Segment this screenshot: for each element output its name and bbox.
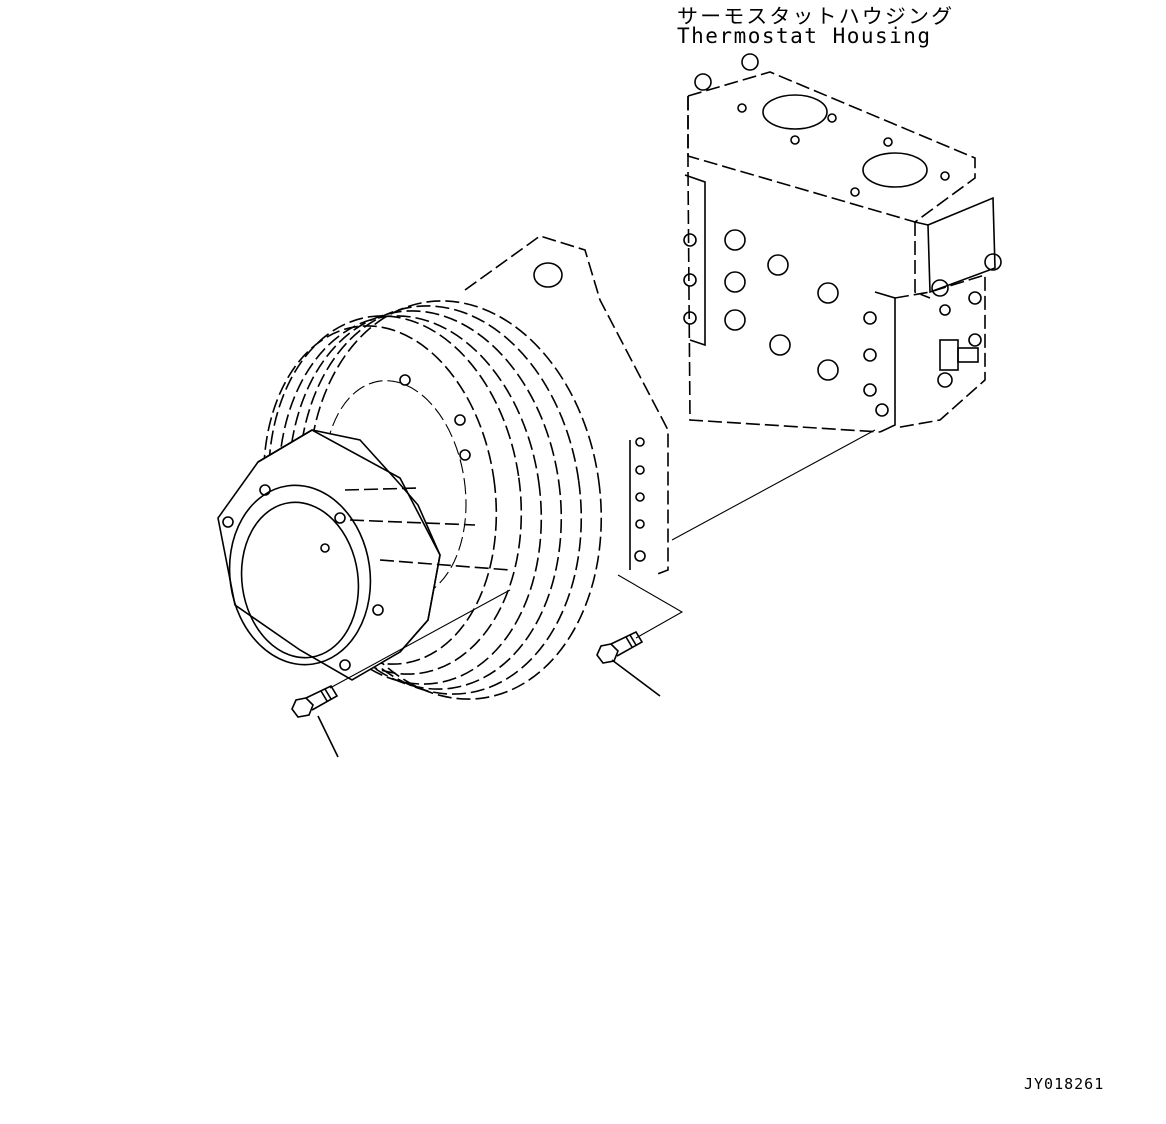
- bolt-head: [863, 348, 877, 362]
- bolt-hole: [737, 103, 747, 113]
- adapter-bolt-hole: [222, 516, 234, 528]
- assembly-line-bolt: [329, 589, 511, 689]
- thermostat-housing: [683, 53, 1002, 433]
- pulley-assembly: [217, 235, 669, 700]
- housing-edge: [914, 222, 931, 299]
- part-name-english: Thermostat Housing: [677, 24, 932, 48]
- adapter-hidden-line: [349, 519, 476, 526]
- leader-line: [611, 659, 661, 697]
- adapter-bolt-hole: [334, 512, 346, 524]
- bolt-head: [724, 229, 746, 251]
- housing-top-face: [687, 71, 976, 223]
- adapter-bolt-hole: [259, 484, 271, 496]
- adapter-bolt-hole: [320, 543, 330, 553]
- bolt-head: [683, 233, 697, 247]
- bolt-shank: [305, 684, 339, 711]
- bolt-head-hex: [596, 643, 619, 664]
- adapter-bolt-hole: [339, 659, 351, 671]
- bolt-thread: [625, 636, 633, 648]
- pulley-bolt-hole: [459, 449, 471, 461]
- pulley-groove: [297, 305, 583, 695]
- bolt-thread: [320, 690, 328, 702]
- leader-line: [317, 715, 339, 758]
- housing-right-block: [927, 196, 996, 294]
- bolt-hole: [968, 291, 982, 305]
- adapter-housing: [217, 429, 441, 681]
- bolt-thread: [324, 688, 332, 700]
- housing-top-bore: [762, 94, 828, 130]
- bracket-hole: [533, 262, 563, 288]
- drawing-code: JY018261: [1024, 1075, 1105, 1093]
- bolt-left: [291, 684, 339, 758]
- bolt-hole: [968, 333, 982, 347]
- housing-block-edge: [914, 221, 929, 226]
- bolt-head: [863, 383, 877, 397]
- bracket-bolt-hole: [634, 550, 646, 562]
- bolt-hole: [940, 171, 950, 181]
- bolt-head: [694, 73, 712, 91]
- bracket-bolt-hole: [635, 465, 645, 475]
- bracket-bolt-hole: [635, 519, 645, 529]
- bolt-right: [596, 630, 661, 697]
- bolt-head: [741, 53, 759, 71]
- adapter-bolt-hole: [372, 604, 384, 616]
- bolt-thread: [629, 634, 637, 646]
- housing-left-flange: [684, 174, 706, 347]
- pulley-face: [262, 325, 498, 665]
- adapter-bore-inner: [240, 501, 360, 659]
- bolt-head: [817, 282, 839, 304]
- housing-flange: [874, 291, 896, 433]
- bolt-head-hex: [291, 697, 314, 718]
- bolt-head: [817, 359, 839, 381]
- assembly-line-bolt: [617, 574, 684, 639]
- bolt-head: [724, 271, 746, 293]
- adapter-hidden-line: [379, 559, 511, 571]
- adapter-bore-outer: [228, 484, 372, 666]
- bolt-hole: [939, 304, 951, 316]
- pulley-bolt-hole: [399, 374, 411, 386]
- bolt-head: [724, 309, 746, 331]
- bracket-bolt-hole: [635, 437, 645, 447]
- pipe-fitting: [939, 339, 959, 371]
- assembly-lines: [329, 429, 876, 689]
- bolt-hole: [827, 113, 837, 123]
- bolt-head: [683, 311, 697, 325]
- bolt-head: [683, 273, 697, 287]
- bolt-head: [931, 279, 949, 297]
- pipe-fitting: [957, 347, 979, 363]
- bolt-hole: [790, 135, 800, 145]
- bolt-head: [875, 403, 889, 417]
- part-name-japanese: サーモスタットハウジング: [677, 4, 955, 28]
- bolt-hole: [850, 187, 860, 197]
- adapter-hidden-line: [344, 487, 421, 491]
- bolt-hole: [883, 137, 893, 147]
- housing-front-face: [687, 96, 881, 433]
- bolt-hole: [937, 372, 953, 388]
- bracket-bolt-hole: [635, 492, 645, 502]
- bolt-head: [769, 334, 791, 356]
- bolt-shank: [610, 630, 644, 657]
- assembly-line-housing: [671, 429, 876, 541]
- housing-lower-body: [894, 273, 986, 429]
- mounting-bracket: [464, 235, 669, 576]
- bolt-head: [984, 253, 1002, 271]
- bolt-head: [863, 311, 877, 325]
- housing-top-bore: [862, 152, 928, 188]
- adapter-outline: [257, 429, 441, 653]
- bolt-head: [767, 254, 789, 276]
- pulley-bolt-hole: [454, 414, 466, 426]
